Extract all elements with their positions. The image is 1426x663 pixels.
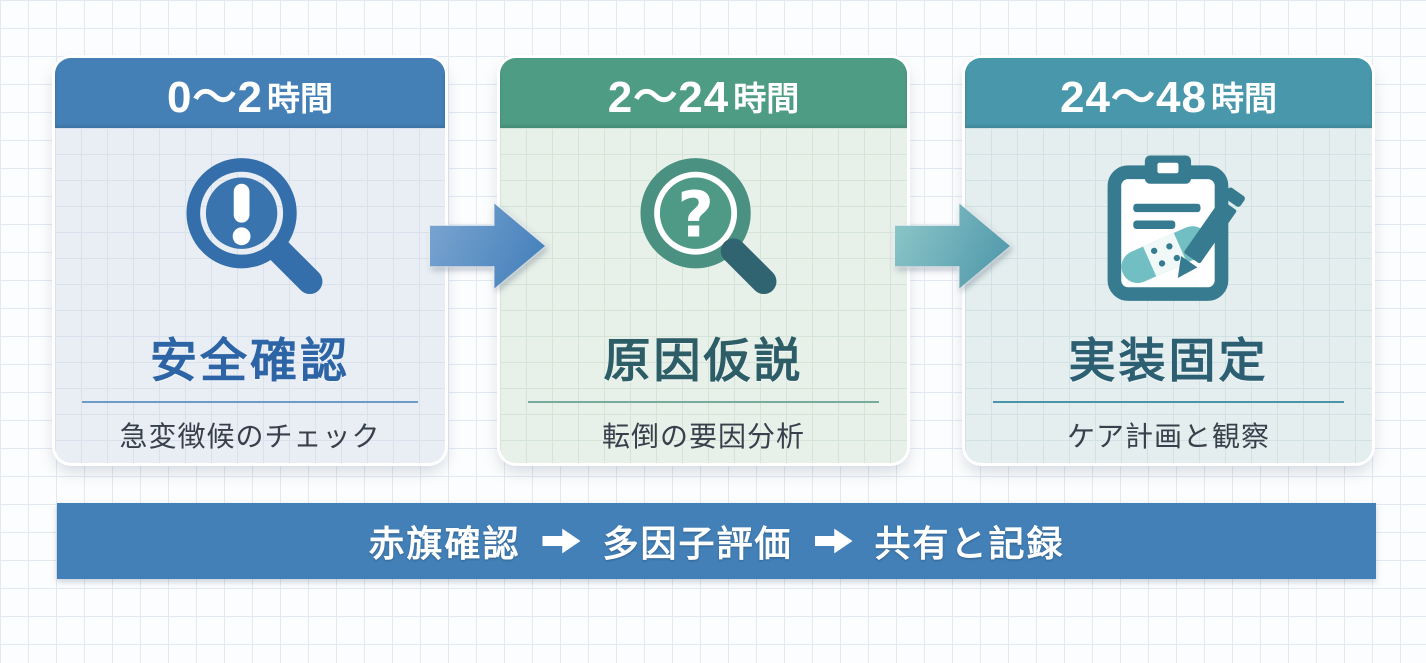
magnifier-question-icon: ?	[639, 158, 776, 295]
card-subtitle: ケア計画と観察	[1066, 421, 1270, 452]
card-header-time: 0〜2 時間	[55, 58, 445, 128]
magnifier-exclamation-icon	[166, 144, 334, 316]
right-arrow-icon	[430, 203, 545, 289]
time-range-label: 24〜48	[1060, 73, 1207, 122]
banner-step-share-and-record: 共有と記録	[874, 523, 1065, 564]
summary-banner: 赤旗確認 多因子評価 共有と記録	[57, 503, 1376, 579]
card-header-time: 24〜48 時間	[965, 58, 1372, 128]
time-unit-label: 時間	[266, 80, 333, 117]
title-separator	[993, 401, 1344, 403]
timeline-card-safety-check: 0〜2 時間 安全確認 急変徴候のチェック	[55, 58, 445, 463]
card-body: ? 原因仮説 転倒の要因分析	[500, 128, 907, 463]
magnifier-question-icon: ?	[620, 144, 788, 316]
clipboard-bandage-pencil-icon	[1085, 144, 1253, 316]
card-subtitle: 転倒の要因分析	[601, 421, 805, 452]
card-header-time: 2〜24 時間	[500, 58, 907, 128]
title-separator	[82, 401, 418, 403]
right-arrow-icon	[814, 528, 853, 554]
card-title: 安全確認	[150, 334, 350, 387]
svg-text:?: ?	[677, 178, 714, 251]
title-separator	[528, 401, 879, 403]
time-unit-label: 時間	[733, 80, 800, 117]
right-arrow-icon	[895, 203, 1010, 289]
clipboard-bandage-pencil-icon	[1107, 155, 1245, 301]
time-unit-label: 時間	[1210, 80, 1277, 117]
timeline-card-cause-hypothesis: 2〜24 時間 ? 原因仮説 転倒の要因分析	[500, 58, 907, 463]
right-arrow-icon	[430, 200, 545, 292]
time-range-label: 2〜24	[607, 73, 730, 122]
card-body: 実装固定 ケア計画と観察	[965, 128, 1372, 463]
banner-step-red-flag-check: 赤旗確認	[368, 523, 521, 564]
right-arrow-icon	[542, 528, 581, 554]
time-range-label: 0〜2	[167, 73, 263, 122]
card-title: 原因仮説	[603, 334, 804, 387]
timeline-card-care-plan: 24〜48 時間	[965, 58, 1372, 463]
right-arrow-icon	[895, 200, 1010, 292]
card-subtitle: 急変徴候のチェック	[119, 421, 381, 452]
magnifier-exclamation-icon	[186, 158, 323, 295]
card-body: 安全確認 急変徴候のチェック	[55, 128, 445, 463]
card-title: 実装固定	[1068, 334, 1269, 387]
banner-step-multifactor-assessment: 多因子評価	[602, 523, 793, 564]
